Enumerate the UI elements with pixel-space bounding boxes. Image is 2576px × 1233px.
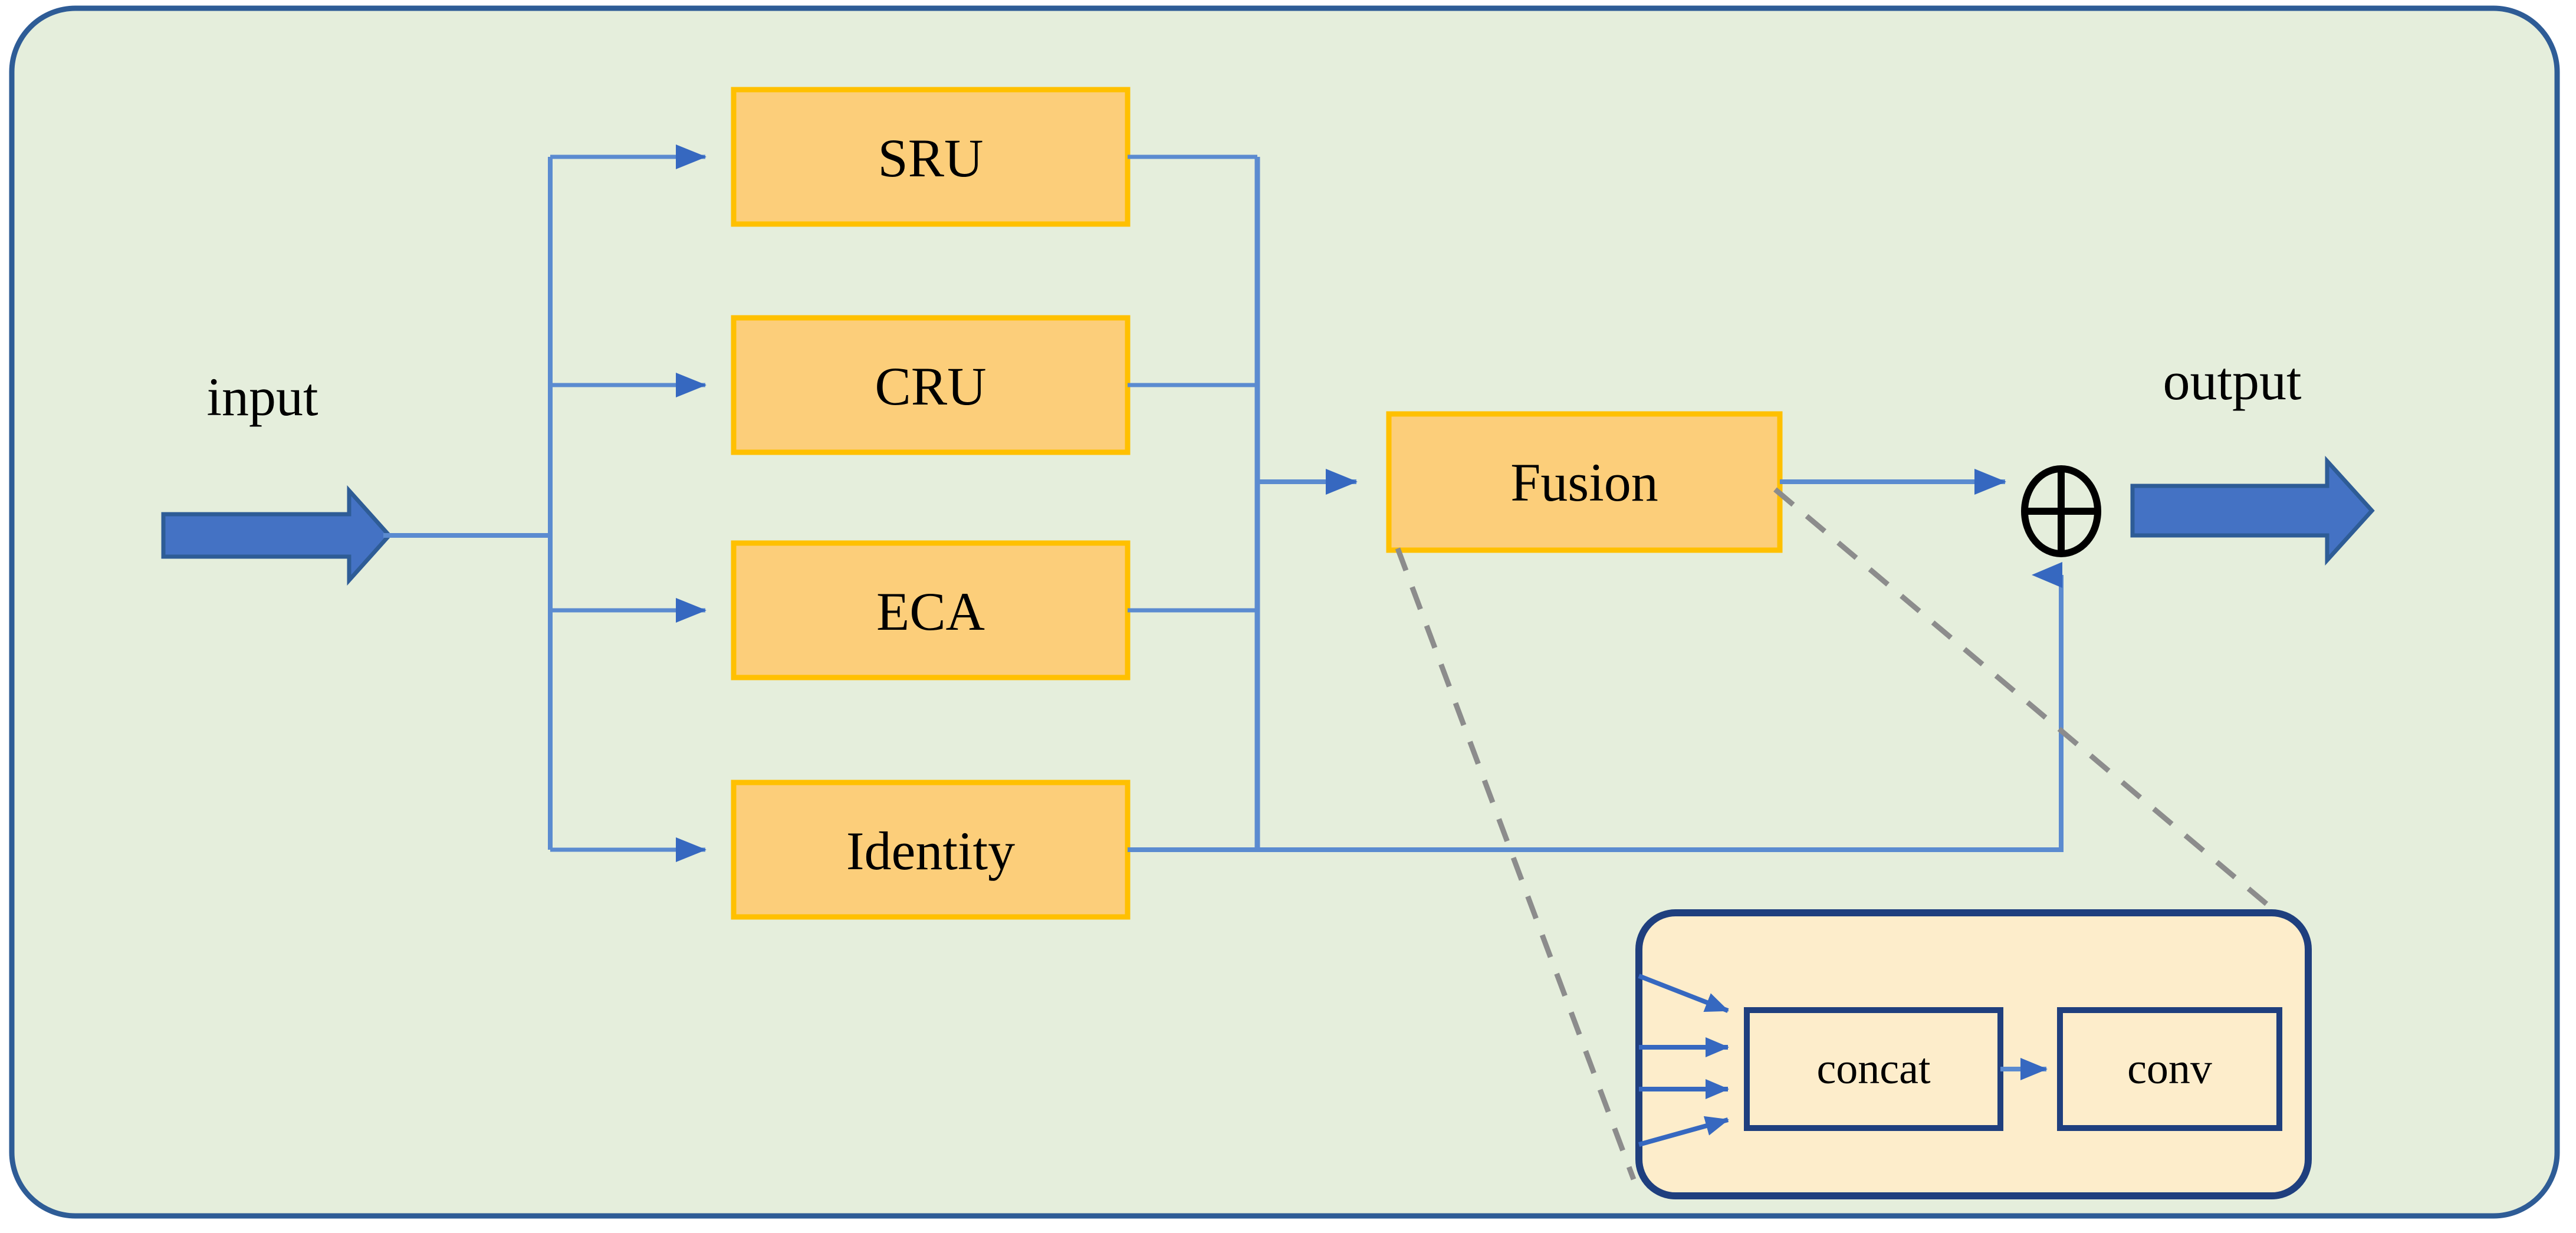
branch-label-identity: Identity: [846, 821, 1016, 881]
output-block-arrow: [2130, 455, 2375, 566]
branch-label-sru: SRU: [878, 128, 984, 188]
callout-line-left: [1395, 547, 1637, 1181]
branch-box-identity[interactable]: [731, 780, 1131, 920]
callout-line-right: [1773, 487, 2305, 937]
output-label: output: [2163, 351, 2302, 411]
detail-label-concat: concat: [1816, 1045, 1931, 1093]
input-label: input: [206, 367, 318, 427]
branch-label-cru: CRU: [875, 356, 987, 416]
detail-label-conv: conv: [2127, 1045, 2212, 1093]
detail-node-conv[interactable]: [2057, 1007, 2282, 1131]
identity-skip-connector: [1128, 562, 2064, 852]
detail-input-arrow-4: [1638, 1116, 1729, 1147]
element-wise-add-icon: [2021, 465, 2101, 557]
fusion-label: Fusion: [1510, 452, 1658, 512]
fusion-box[interactable]: [1386, 411, 1783, 553]
detail-input-arrow-1: [1638, 974, 1729, 1013]
input-block-arrow: [161, 485, 392, 586]
branch-label-eca: ECA: [876, 581, 985, 642]
branch-box-eca[interactable]: [731, 540, 1131, 680]
